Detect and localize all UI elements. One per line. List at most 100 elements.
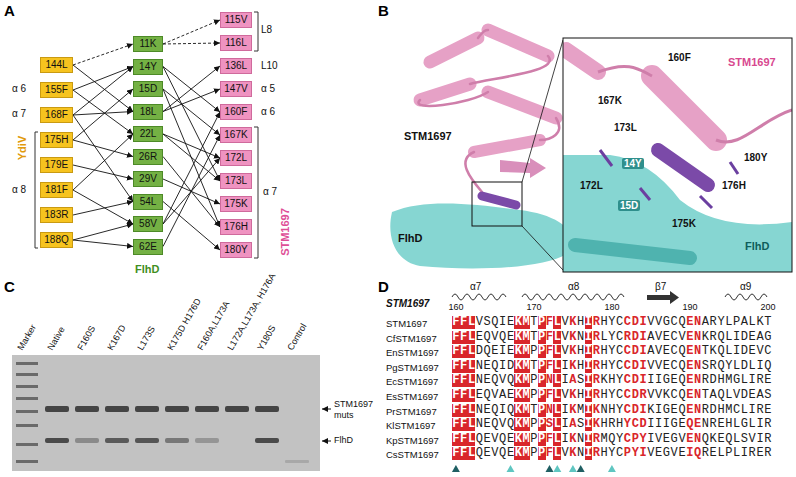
loop — [470, 56, 550, 84]
residue-letter: L — [468, 447, 476, 460]
residue-letter: P — [530, 447, 538, 460]
residue-text: 22L — [137, 128, 159, 140]
residue-letter: L — [553, 418, 561, 431]
sequence-row: FFLEQVAEKMPPFLVKHIRHYCCDRVVKCQENTAQLVDEA… — [452, 389, 772, 402]
residue-label: 176H — [722, 180, 746, 191]
residue-letter: M — [725, 374, 733, 387]
residue-label: 180Y — [744, 152, 767, 163]
residue-letter: P — [725, 447, 733, 460]
residue-letter: R — [709, 360, 717, 373]
residue-letter: I — [585, 345, 593, 358]
residue-letter: I — [655, 404, 663, 417]
residue-letter: L — [553, 345, 561, 358]
residue-letter: L — [553, 404, 561, 417]
residue-letter: V — [647, 360, 655, 373]
residue-letter: I — [561, 418, 569, 431]
residue-letter: C — [624, 316, 632, 329]
residue-letter: Y — [624, 418, 632, 431]
residue-letter: Q — [764, 360, 772, 373]
residue-letter: M — [522, 316, 530, 329]
residue-letter: R — [702, 374, 710, 387]
residue-letter: V — [655, 331, 663, 344]
residue-letter: E — [663, 345, 671, 358]
structure-element-label: α 7 — [12, 108, 26, 119]
residue-letter: H — [608, 374, 616, 387]
residue-label: 173L — [614, 122, 637, 133]
residue-letter: Q — [491, 418, 499, 431]
residue-letter: H — [577, 316, 585, 329]
residue-letter: K — [569, 404, 577, 417]
residue-letter: L — [553, 374, 561, 387]
residue-text: 115V — [224, 14, 248, 26]
residue-letter: G — [663, 374, 671, 387]
residue-label: 175K — [672, 218, 696, 229]
residue-letter: N — [600, 404, 608, 417]
stm1697-residue-box: 172L — [220, 150, 252, 166]
secondary-structure-label: α8 — [568, 281, 579, 292]
helix-coil — [725, 294, 767, 300]
flhd-residue-box: 11K — [133, 36, 163, 52]
residue-letter: Q — [491, 404, 499, 417]
helix-bracket — [35, 132, 38, 248]
residue-letter: H — [577, 360, 585, 373]
marker-bands — [16, 362, 38, 463]
residue-letter: E — [686, 345, 694, 358]
residue-stick — [640, 188, 650, 200]
protein-name: STM1697 — [279, 208, 291, 256]
structure-element-label: α 5 — [261, 83, 275, 94]
contact-connector — [73, 240, 133, 247]
species-name: PrSTM1697 — [386, 405, 437, 418]
protein-name: FlhD — [398, 232, 422, 244]
contact-connector — [163, 134, 220, 181]
residue-letter: I — [561, 374, 569, 387]
contact-connector — [163, 20, 220, 44]
lane-label: F160S — [75, 324, 97, 352]
residue-text: 160F — [224, 106, 248, 118]
flhd-residue-box: 26R — [133, 149, 163, 165]
species-name: EsSTM1697 — [386, 390, 438, 403]
ydiv-residue-box: 168F — [40, 107, 73, 123]
residue-letter: K — [569, 331, 577, 344]
species-name: STM1697 — [386, 317, 427, 330]
band-label: STM1697 muts — [334, 399, 378, 421]
residue-letter: D — [631, 389, 639, 402]
residue-letter: C — [616, 316, 624, 329]
residue-letter: E — [748, 389, 756, 402]
residue-number: 180 — [604, 302, 619, 312]
residue-letter: M — [522, 331, 530, 344]
residue-letter: K — [514, 360, 522, 373]
residue-letter: K — [663, 389, 671, 402]
residue-letter: I — [756, 418, 764, 431]
contact-connector — [163, 89, 220, 227]
residue-letter: E — [709, 447, 717, 460]
residue-letter: V — [491, 331, 499, 344]
residue-letter: I — [733, 331, 741, 344]
loop — [418, 92, 488, 106]
residue-letter: K — [514, 331, 522, 344]
sequence-row: FFLQEVQEKMPPFLVKNIRHYCPYIVEGVEIQRELPLIRE… — [452, 447, 772, 460]
band — [16, 362, 38, 365]
residue-letter: C — [624, 433, 632, 446]
residue-letter: N — [475, 418, 483, 431]
residue-letter: R — [624, 331, 632, 344]
contact-connector — [163, 66, 220, 112]
stm1697-residue-box: 176H — [220, 219, 252, 235]
sequence-row: FFLEQVQEKMTPFLVKNIRLYCRDIAVECVENKRQLIDEA… — [452, 331, 772, 344]
residue-letter: E — [663, 360, 671, 373]
residue-letter: N — [577, 331, 585, 344]
residue-letter: E — [748, 345, 756, 358]
residue-letter: V — [655, 360, 663, 373]
residue-letter: F — [460, 360, 468, 373]
residue-letter: Y — [717, 316, 725, 329]
residue-letter: F — [460, 418, 468, 431]
flhd-bands — [45, 438, 309, 463]
residue-letter: N — [546, 404, 554, 417]
band — [75, 406, 99, 412]
residue-letter: L — [740, 374, 748, 387]
ydiv-residue-box: 144L — [40, 57, 73, 73]
residue-letter: V — [647, 447, 655, 460]
flhd-residue-box: 58V — [133, 216, 163, 232]
lane-label: Control — [285, 322, 308, 352]
residue-letter: I — [647, 418, 655, 431]
residue-letter: P — [538, 374, 546, 387]
